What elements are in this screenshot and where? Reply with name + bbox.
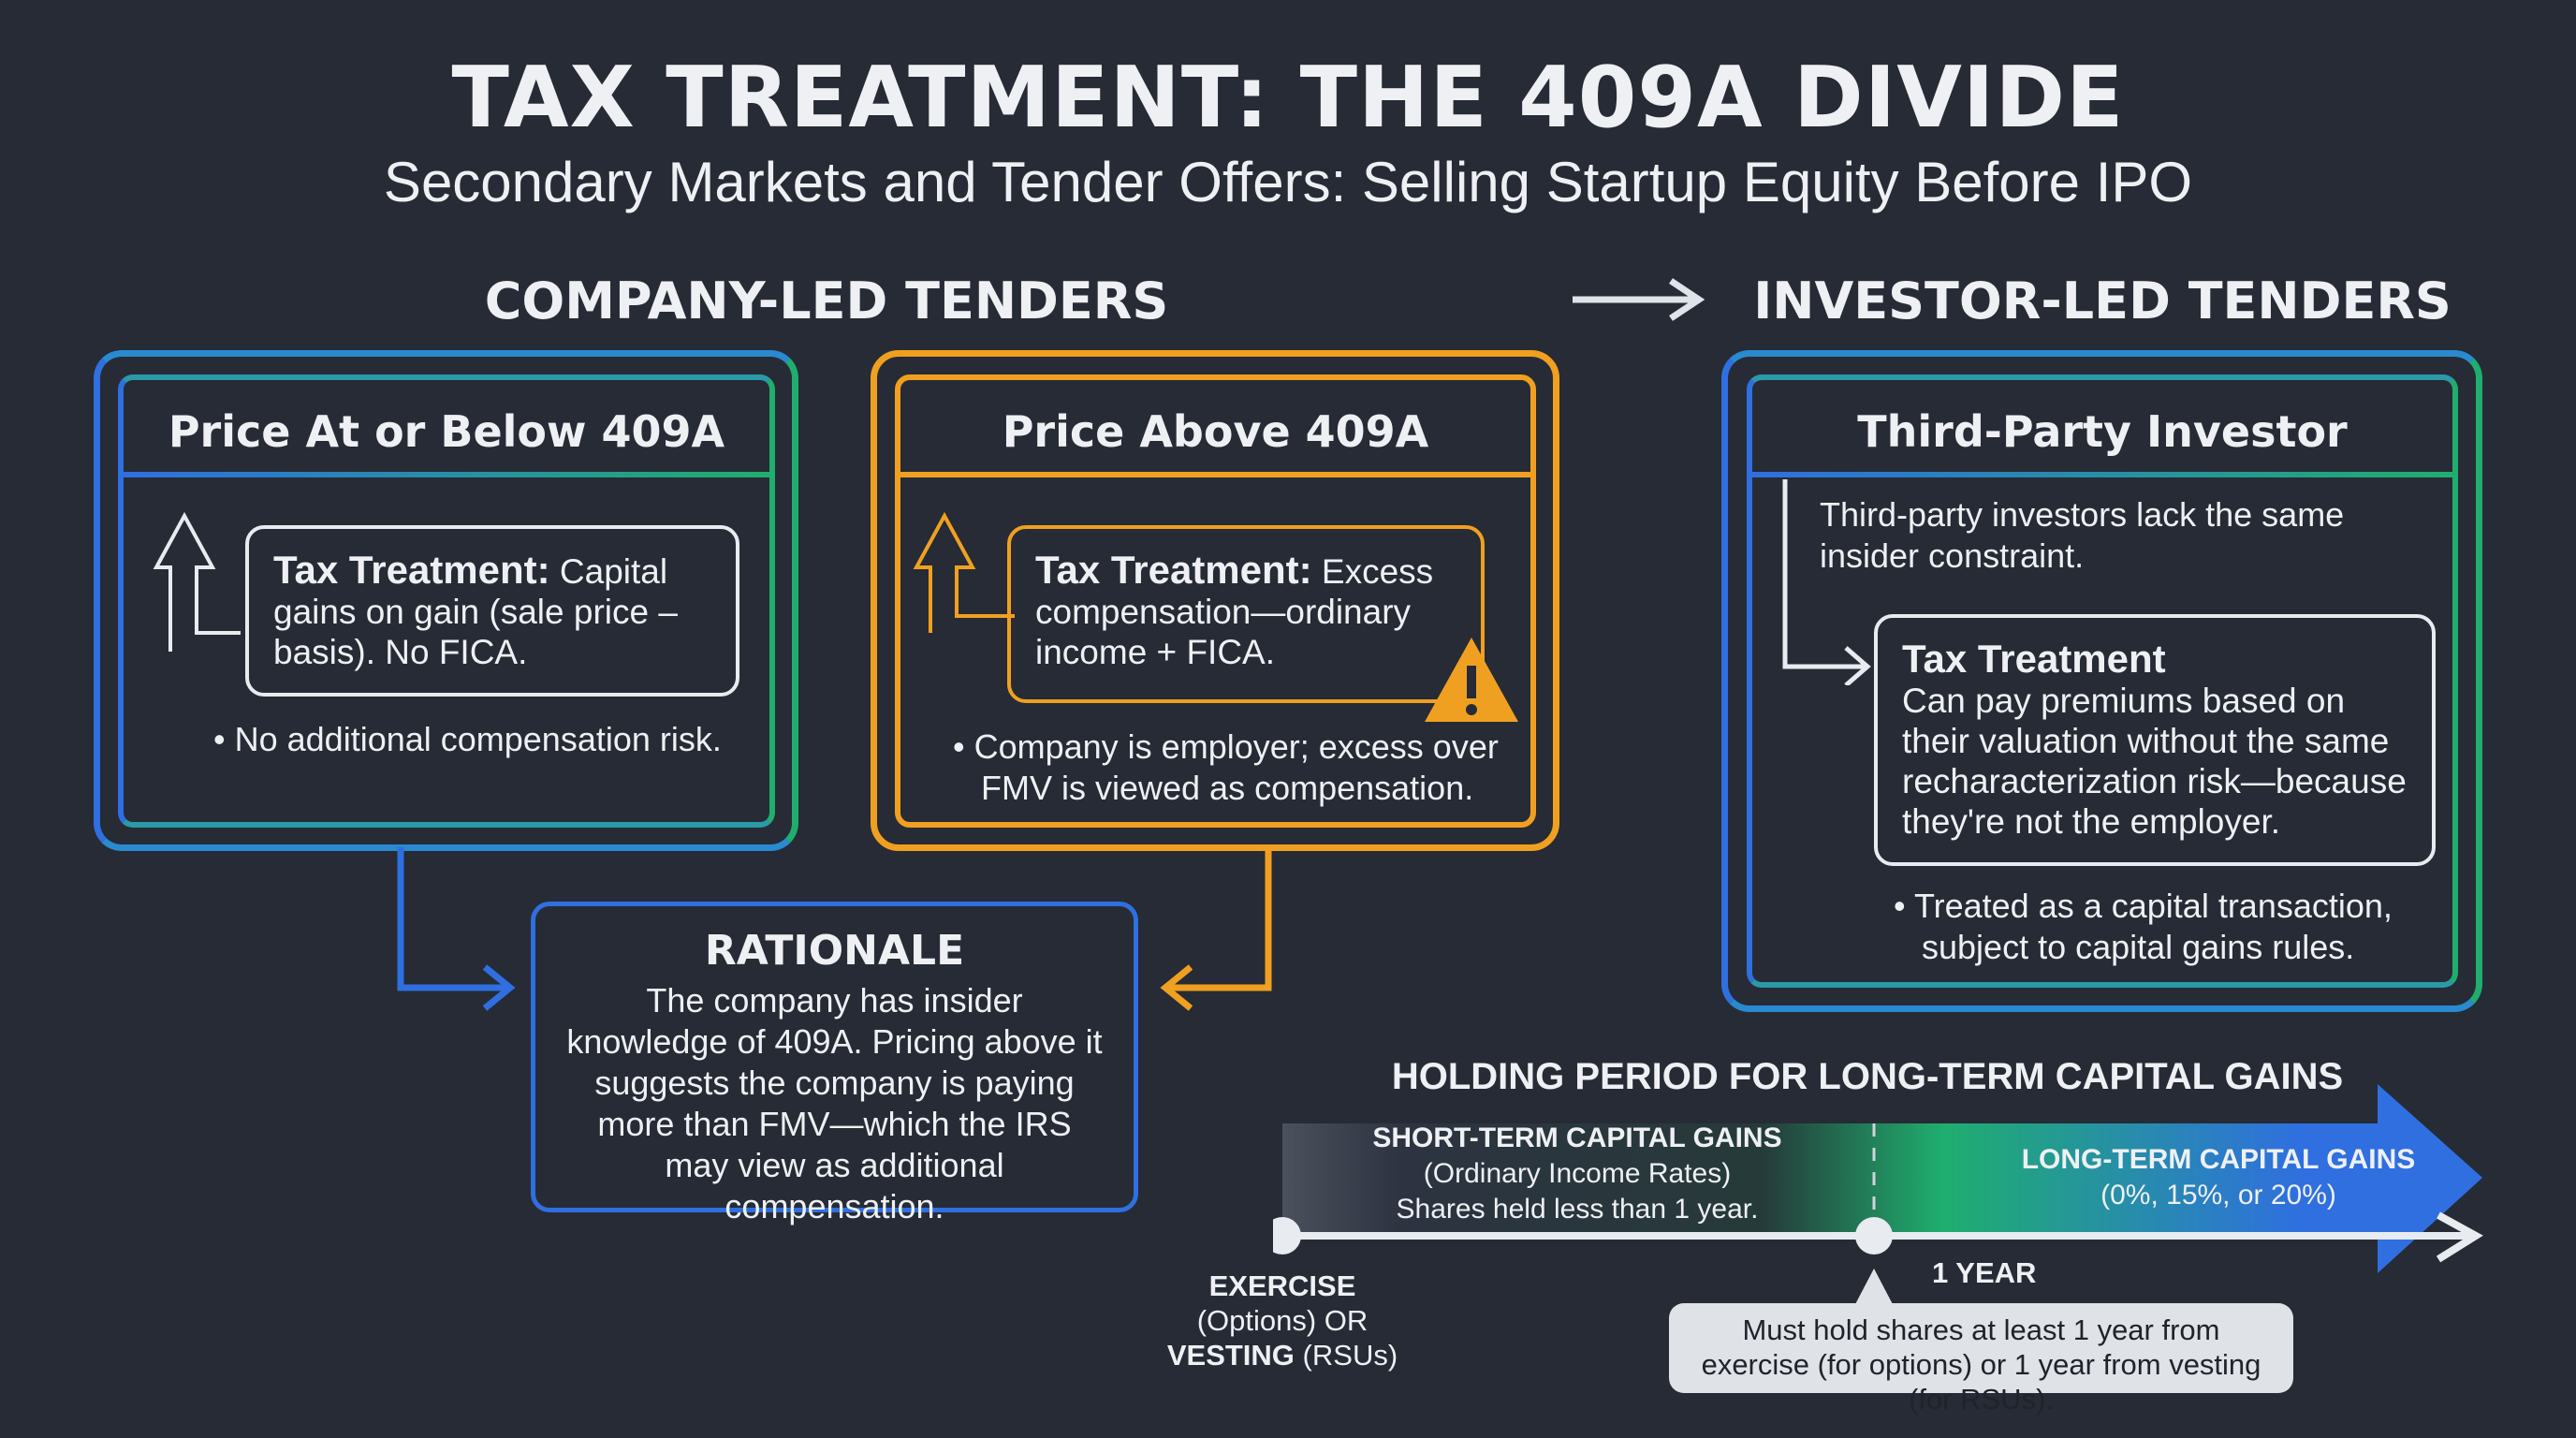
callout-pointer <box>1853 1269 1895 1308</box>
rationale-box: RATIONALE The company has insider knowle… <box>531 902 1138 1225</box>
holding-band <box>1282 1084 2482 1273</box>
one-year-label: 1 YEAR <box>1932 1256 2037 1289</box>
card-title: Price At or Below 409A <box>168 406 725 457</box>
price-below-card: Price At or Below 409A Tax Treatment: Ca… <box>94 350 798 851</box>
intro-text: Third-party investors lack the same insi… <box>1820 495 2345 575</box>
up-arrow-icon <box>913 511 1015 633</box>
card-title: Third-Party Investor <box>1857 406 2348 457</box>
bullet-item: • Treated as a capital transaction, subj… <box>1894 887 2393 966</box>
page-subtitle: Secondary Markets and Tender Offers: Sel… <box>383 151 2193 213</box>
long-term-label: LONG-TERM CAPITAL GAINS(0%, 15%, or 20%) <box>2021 1144 2416 1211</box>
rationale-title: RATIONALE <box>704 927 965 975</box>
company-led-heading: COMPANY-LED TENDERS <box>484 271 1169 330</box>
down-right-arrow-icon <box>1782 479 1871 685</box>
connector-arrows <box>397 847 1272 1011</box>
investor-led-heading: INVESTOR-LED TENDERS <box>1753 271 2452 330</box>
card-title: Price Above 409A <box>1002 406 1429 457</box>
short-term-label: SHORT-TERM CAPITAL GAINS(Ordinary Income… <box>1372 1123 1782 1225</box>
tax-treatment-box: Tax Treatment: Excess compensation—ordin… <box>1007 525 1485 703</box>
warning-icon <box>1425 638 1518 722</box>
tax-treatment-box: Tax Treatment: Capital gains on gain (sa… <box>245 525 739 697</box>
page-title: TAX TREATMENT: THE 409A DIVIDE <box>451 49 2125 147</box>
bullet-item: • Company is employer; excess over FMV i… <box>953 727 1499 807</box>
holding-period-title: HOLDING PERIOD FOR LONG-TERM CAPITAL GAI… <box>1391 1056 2344 1097</box>
holding-callout: Must hold shares at least 1 year from ex… <box>1669 1303 2293 1416</box>
up-arrow-icon <box>153 511 241 652</box>
holding-timeline <box>1273 1084 2483 1273</box>
arrow-right-icon <box>1573 278 1705 321</box>
bullet-item: • No additional compensation risk. <box>213 720 722 758</box>
one-year-marker <box>1855 1217 1893 1255</box>
exercise-marker <box>1273 1217 1301 1255</box>
rationale-text: The company has insider knowledge of 409… <box>566 981 1103 1225</box>
third-party-investor-card: Third-Party Investor Third-party investo… <box>1721 350 2482 1012</box>
price-above-card: Price Above 409A Tax Treatment: Excess c… <box>871 350 1559 851</box>
